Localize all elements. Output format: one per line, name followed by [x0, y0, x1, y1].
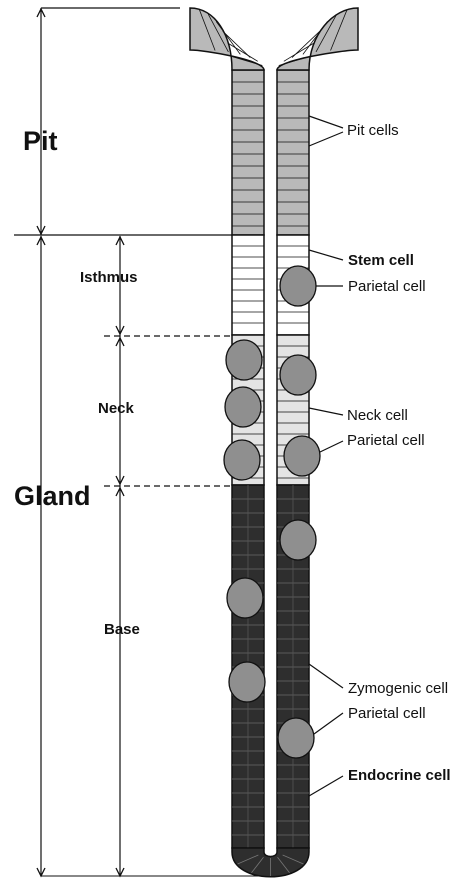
parietal-cell-isthmus [280, 266, 316, 306]
parietal-cell-base-3 [229, 662, 265, 702]
parietal-cell-base-2 [227, 578, 263, 618]
parietal-cell-base-4 [278, 718, 314, 758]
pit-flare-right [277, 8, 358, 70]
parietal-cell-neck-2 [280, 355, 316, 395]
parietal-cell-neck-3 [225, 387, 261, 427]
parietal-cell-neck-4 [224, 440, 260, 480]
zone-label-isthmus: Isthmus [80, 270, 138, 285]
zone-label-neck: Neck [98, 401, 134, 416]
epithelium-isthmus-left [232, 235, 264, 335]
leader-zymogenic-cell [309, 664, 343, 688]
leader-stem-cell [309, 250, 343, 260]
epithelium-pit-left [232, 70, 264, 235]
parietal-cell-neck-1 [226, 340, 262, 380]
leader-parietal-cell-neck [320, 441, 343, 452]
gland-tube [190, 8, 358, 877]
leader-pit-cells-1 [309, 116, 343, 128]
label-neck-cell: Neck cell [347, 408, 408, 423]
parietal-cell-base-1 [280, 520, 316, 560]
label-endocrine-cell: Endocrine cell [348, 768, 451, 783]
label-stem-cell: Stem cell [348, 253, 414, 268]
leader-pit-cells-2 [309, 132, 343, 146]
leader-parietal-cell-base [314, 713, 343, 734]
region-label-gland: Gland [14, 483, 91, 510]
epithelium-pit-right [277, 70, 309, 235]
pit-flare-left [190, 8, 264, 70]
region-label-pit: Pit [23, 128, 58, 155]
label-parietal-cell-base: Parietal cell [348, 706, 426, 721]
label-parietal-cell-neck: Parietal cell [347, 433, 425, 448]
label-zymogenic-cell: Zymogenic cell [348, 681, 448, 696]
parietal-cell-neck-5 [284, 436, 320, 476]
leader-neck-cell [309, 408, 343, 415]
label-parietal-cell-isthmus: Parietal cell [348, 279, 426, 294]
label-pit-cells: Pit cells [347, 123, 399, 138]
zone-label-base: Base [104, 622, 140, 637]
leader-endocrine-cell [309, 776, 343, 796]
